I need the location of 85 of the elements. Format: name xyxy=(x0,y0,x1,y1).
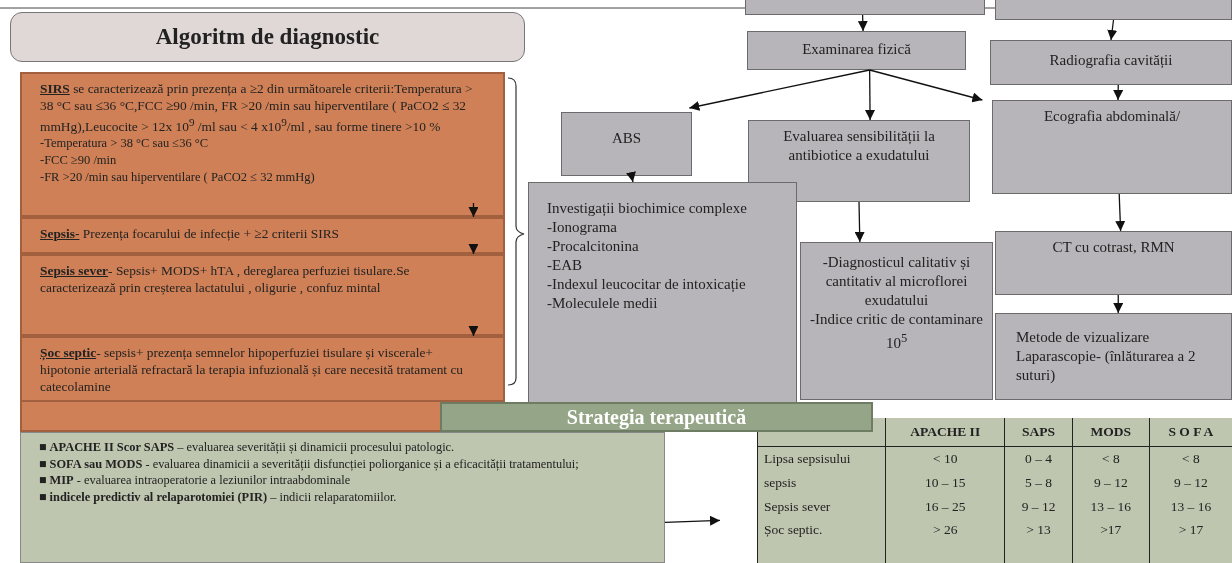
arrow xyxy=(626,171,636,183)
table-cell: < 8 xyxy=(1072,446,1150,471)
arrow xyxy=(664,515,721,526)
table-cell: > 17 xyxy=(1149,519,1232,563)
arrow xyxy=(468,244,479,255)
box-text: Ecografia abdominală/ xyxy=(1042,107,1182,126)
box-text: -Ionograma xyxy=(547,218,618,237)
table-cell: 0 – 4 xyxy=(1004,446,1073,471)
arrow xyxy=(468,326,479,337)
arrow xyxy=(869,69,984,103)
box-text: -EAB xyxy=(547,256,583,275)
definition-box xyxy=(20,336,505,402)
table-cell: 9 – 12 xyxy=(1072,471,1150,495)
column-header: APACHE II xyxy=(885,418,1005,447)
box-text: ABS xyxy=(610,129,643,148)
box-text: -FCC ≥90 /min xyxy=(40,152,118,170)
box-text: Radiografia cavității xyxy=(1048,51,1174,70)
box-text: Sepsis- Prezența focarului de infecție + ≥2 criterii SIRS xyxy=(40,225,340,242)
arrow xyxy=(1107,19,1118,41)
process-box xyxy=(748,120,970,202)
column-header: S O F A xyxy=(1149,418,1232,447)
box-text: ■ SOFA sau MODS - evaluarea dinamicii a severității disfuncției poliorganice și a eficacității tratamentului; xyxy=(39,455,580,472)
box-text: CT cu cotrast, RMN xyxy=(1051,238,1176,257)
title-box xyxy=(10,12,525,62)
box-text: -Indice critic de contaminare 10$^{5}$ xyxy=(809,310,984,353)
arrow xyxy=(1113,294,1124,314)
section-header xyxy=(440,402,873,432)
arrow xyxy=(857,14,868,32)
arrow xyxy=(854,201,865,243)
definition-box xyxy=(20,217,505,254)
box-text: Evaluarea sensibilității la antibiotice a exudatului xyxy=(782,127,936,165)
box-text: ■ APACHE II Scor SAPS – evaluarea severității și dinamicii procesului patologic. xyxy=(39,439,456,456)
process-box xyxy=(747,31,966,70)
process-box xyxy=(528,182,797,405)
column-header: MODS xyxy=(1072,418,1150,447)
box-text: -Temperatura > 38 °C sau ≤36 °C xyxy=(40,135,210,153)
row-header: Șoc septic. xyxy=(757,519,886,563)
table-cell: < 8 xyxy=(1149,446,1232,471)
box-text: ■ indicele predictiv al relaparotomiei (PIR) – indicii relaparatomiilor. xyxy=(39,488,398,505)
box-text: Metode de vizualizare xyxy=(1016,328,1151,347)
process-box xyxy=(745,0,985,15)
arrow xyxy=(688,69,871,111)
table-cell: 16 – 25 xyxy=(885,495,1005,519)
process-box xyxy=(561,112,692,176)
arrow xyxy=(1115,193,1126,232)
box-text: -FR >20 /min sau hiperventilare ( PaCO2 ≤ 32 mmHg) xyxy=(40,169,316,187)
arrow xyxy=(1113,84,1124,101)
table-cell: 10 – 15 xyxy=(885,471,1005,495)
arrow xyxy=(468,202,479,218)
box-text: Algoritm de diagnostic xyxy=(155,24,380,50)
process-box xyxy=(995,0,1232,20)
process-box xyxy=(995,231,1232,295)
box-text: SIRS se caracterizează prin prezența a ≥2 din următoarele criterii:Temperatura > 38 °C sau ≤36 °C,FCC ≥90 /min, FR >20 /min sau hiperventilare ( PaCO2 ≤ 32 mmHg),Leucocite > 12x 10$^{9}$ /ml sau < 4 x10$^{9}$/ml , sau forme tinere >10 % xyxy=(40,80,473,136)
box-text: Strategia terapeutică xyxy=(566,405,747,429)
table-cell: > 13 xyxy=(1004,519,1073,563)
box-text: -Indexul leucocitar de intoxicație xyxy=(547,275,747,294)
process-box xyxy=(995,313,1232,400)
box-text: -Moleculele medii xyxy=(547,294,659,313)
table-cell: < 10 xyxy=(885,446,1005,471)
table-cell: 13 – 16 xyxy=(1072,495,1150,519)
table-cell: >17 xyxy=(1072,519,1150,563)
table-cell: 9 – 12 xyxy=(1149,471,1232,495)
box-text: -Diagnosticul calitativ și cantitativ al microflorei exudatului xyxy=(821,253,972,310)
arrow xyxy=(865,69,875,121)
table-cell: 13 – 16 xyxy=(1149,495,1232,519)
box-text: Șoc septic- sepsis+ prezența semnelor hipoperfuziei tisulare și viscerale+ hipotonie arterială refractară la terapia infuzională și care necesită tratament cu catecolamine xyxy=(40,344,465,395)
process-box xyxy=(800,242,993,400)
info-panel xyxy=(20,432,665,563)
box-text: Sepsis sever- Sepsis+ MODS+ hTA , dereglarea perfuziei tisulare.Se caracterizează prin creșterea lactatului , oligurie , confuz mintal xyxy=(40,262,411,296)
definition-box xyxy=(20,254,505,336)
box-text: ■ MIP - evaluarea intraoperatorie a leziunilor intraabdominale xyxy=(39,472,352,489)
process-box xyxy=(992,100,1232,194)
box-text: Examinarea fizică xyxy=(801,40,912,59)
box-text: Laparascopie- (înlăturarea a 2 suturi) xyxy=(1016,347,1197,385)
box-text: -Procalcitonina xyxy=(547,237,640,256)
column-header: SAPS xyxy=(1004,418,1073,447)
table-cell: 9 – 12 xyxy=(1004,495,1073,519)
table-cell: > 26 xyxy=(885,519,1005,563)
box-text: Investigații biochimice complexe xyxy=(547,199,748,218)
definition-box xyxy=(20,72,505,217)
row-header: Sepsis sever xyxy=(757,495,886,519)
process-box xyxy=(990,40,1232,85)
row-header: Lipsa sepsisului xyxy=(757,446,886,471)
row-header: sepsis xyxy=(757,471,886,495)
table-cell: 5 – 8 xyxy=(1004,471,1073,495)
